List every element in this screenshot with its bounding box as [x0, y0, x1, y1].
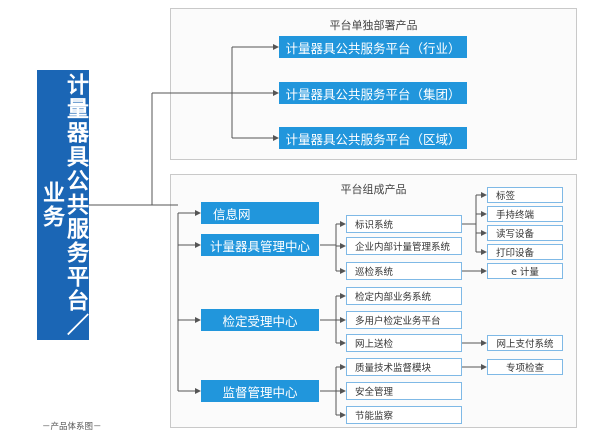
- online-payment-box: 网上支付系统: [487, 335, 563, 351]
- printer-device-box: 打印设备: [487, 244, 563, 260]
- info-net-box: 信息网: [201, 202, 319, 224]
- special-inspection-box: 专项检查: [487, 359, 563, 375]
- platform-region-box: 计量器具公共服务平台（区域）: [279, 127, 467, 149]
- diagram-caption: －产品体系图－: [42, 422, 102, 432]
- verify-internal-box: 检定内部业务系统: [346, 287, 462, 305]
- energy-monitor-box: 节能监察: [346, 406, 462, 424]
- bottom-group-title: 平台组成产品: [340, 183, 407, 196]
- verify-center-box: 检定受理中心: [201, 309, 319, 331]
- platform-group-box: 计量器具公共服务平台（集团）: [279, 82, 467, 104]
- id-system-box: 标识系统: [346, 215, 462, 233]
- e-metering-box: e 计量: [487, 263, 563, 279]
- main-platform-text: 计量器具公共服务平台／业务: [39, 73, 88, 337]
- inspection-system-box: 巡检系统: [346, 262, 462, 280]
- top-group-title: 平台单独部署产品: [329, 19, 418, 32]
- safety-mgmt-box: 安全管理: [346, 382, 462, 400]
- platform-industry-box: 计量器具公共服务平台（行业）: [279, 36, 467, 58]
- main-platform-label: 计量器具公共服务平台／业务: [37, 70, 89, 340]
- handheld-terminal-box: 手持终端: [487, 206, 563, 222]
- label-box: 标签: [487, 187, 563, 203]
- internal-mgmt-box: 企业内部计量管理系统: [346, 237, 462, 255]
- read-write-device-box: 读写设备: [487, 225, 563, 241]
- quality-module-box: 质量技术监督模块: [346, 358, 462, 376]
- multi-user-verify-box: 多用户检定业务平台: [346, 311, 462, 329]
- mgmt-center-box: 计量器具管理中心: [201, 234, 319, 256]
- supervise-center-box: 监督管理中心: [201, 380, 319, 402]
- online-submission-box: 网上送检: [346, 334, 462, 352]
